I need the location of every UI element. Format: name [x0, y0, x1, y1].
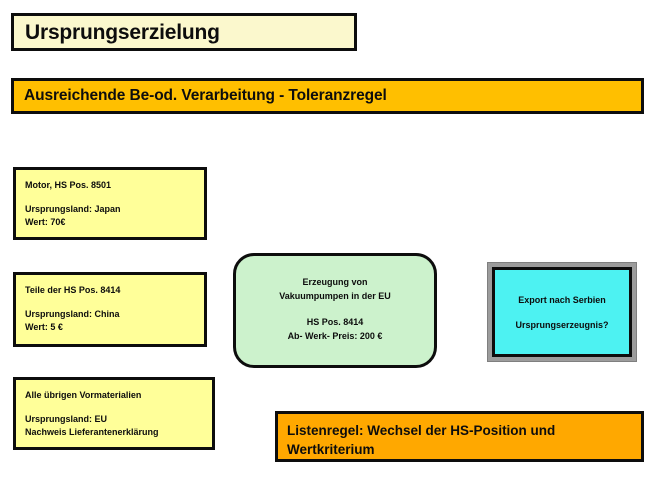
material-value: Wert: 5 € [25, 322, 63, 332]
material-origin: Ursprungsland: Japan [25, 203, 121, 214]
list-rule-box: Listenregel: Wechsel der HS-Position und… [275, 411, 644, 462]
production-hs-position: HS Pos. 8414 [306, 317, 364, 327]
material-origin: Ursprungsland: EU [25, 413, 108, 424]
export-box: Export nach Serbien Ursprungserzeugnis? [492, 267, 632, 357]
production-ex-works-price: Ab- Werk- Preis: 200 € [287, 331, 383, 341]
export-box-frame: Export nach Serbien Ursprungserzeugnis? [487, 262, 637, 362]
export-destination: Export nach Serbien [518, 294, 606, 305]
material-value: Nachweis Lieferantenerklärung [25, 427, 159, 437]
slide-title-box: Ursprungserzielung [11, 13, 357, 51]
material-heading: Motor, HS Pos. 8501 [25, 180, 112, 190]
material-heading: Alle übrigen Vormaterialien [25, 390, 142, 400]
material-heading: Teile der HS Pos. 8414 [25, 285, 121, 295]
material-origin: Ursprungsland: China [25, 308, 120, 319]
production-line-1: Erzeugung von [302, 277, 368, 287]
section-banner: Ausreichende Be-od. Verarbeitung - Toler… [11, 78, 644, 114]
material-box-teile: Teile der HS Pos. 8414 Ursprungsland: Ch… [13, 272, 207, 347]
spacer [25, 298, 204, 308]
material-box-motor: Motor, HS Pos. 8501 Ursprungsland: Japan… [13, 167, 207, 240]
export-question: Ursprungserzeugnis? [515, 319, 609, 330]
material-value: Wert: 70€ [25, 217, 66, 227]
spacer [25, 403, 212, 413]
page-title: Ursprungserzielung [25, 20, 220, 44]
material-box-uebrige: Alle übrigen Vormaterialien Ursprungslan… [13, 377, 215, 450]
production-line-2: Vakuumpumpen in der EU [279, 291, 391, 301]
list-rule-line-1: Listenregel: Wechsel der HS-Position und [287, 423, 556, 438]
section-banner-label: Ausreichende Be-od. Verarbeitung - Toler… [24, 87, 387, 105]
production-box: Erzeugung von Vakuumpumpen in der EU HS … [233, 253, 437, 368]
spacer [25, 193, 204, 203]
list-rule-line-2: Wertkriterium [287, 442, 375, 457]
